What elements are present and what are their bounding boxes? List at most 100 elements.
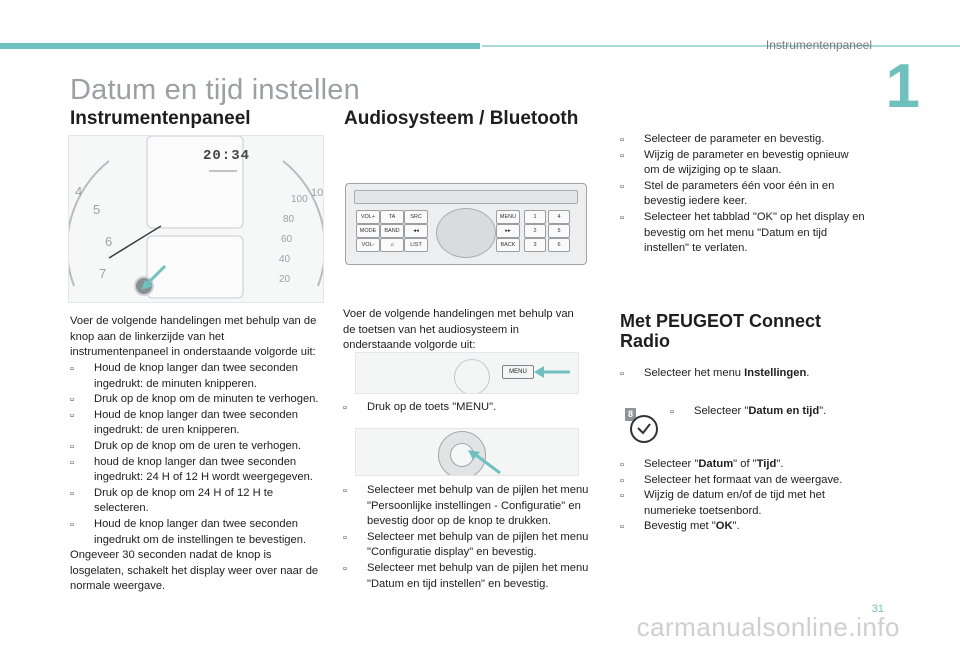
svg-text:40: 40 bbox=[279, 254, 291, 265]
clock-icon bbox=[630, 415, 658, 443]
check-box-icon: ▫ bbox=[620, 368, 624, 380]
check-box-icon: ▫ bbox=[343, 485, 347, 497]
list-item: ▫Stel de parameters één voor één in en b… bbox=[620, 179, 835, 208]
menu-key: MENU bbox=[502, 365, 534, 379]
svg-text:4: 4 bbox=[75, 184, 82, 199]
instrumentenpaneel-heading: Instrumentenpaneel bbox=[70, 108, 251, 129]
check-box-icon: ▫ bbox=[620, 180, 624, 193]
check-box-icon: ▫ bbox=[70, 440, 74, 453]
list-item: ▫Druk op de knop om de minuten te verhog… bbox=[70, 392, 322, 408]
col2-intro: Voer de volgende handelingen met behulp … bbox=[343, 308, 574, 352]
check-box-icon: ▫ bbox=[70, 394, 74, 407]
radio-key: 3 bbox=[524, 238, 546, 252]
radio-key: VOL- bbox=[356, 238, 380, 252]
svg-text:80: 80 bbox=[283, 214, 295, 225]
radio-key: 6 bbox=[548, 238, 570, 252]
instrument-panel-illustration: 4 5 6 7 10 100 80 60 40 20 20:34 bbox=[68, 135, 324, 303]
list-item: ▫Selecteer met behulp van de pijlen het … bbox=[343, 484, 589, 528]
list-item: ▫Selecteer met behulp van de pijlen het … bbox=[343, 561, 589, 590]
radio-key: ◂◂ bbox=[404, 224, 428, 238]
check-box-icon: ▫ bbox=[620, 521, 624, 534]
check-box-icon: ▫ bbox=[620, 211, 624, 224]
watermark: carmanualsonline.info bbox=[636, 612, 900, 642]
list-item: ▫Selecteer "Datum en tijd". bbox=[670, 404, 870, 420]
check-box-icon: ▫ bbox=[620, 474, 624, 487]
header-section-label: Instrumentenpaneel bbox=[765, 38, 872, 52]
list-item: ▫Selecteer met behulp van de pijlen het … bbox=[343, 530, 589, 559]
radio-key: BAND bbox=[380, 224, 404, 238]
arrow-icon bbox=[141, 264, 167, 290]
col2-step-list: ▫Selecteer met behulp van de pijlen het … bbox=[343, 483, 595, 592]
check-box-icon: ▫ bbox=[70, 518, 74, 531]
check-box-icon: ▫ bbox=[70, 487, 74, 500]
svg-text:5: 5 bbox=[93, 202, 100, 217]
list-item: ▫Wijzig de parameter en bevestig opnieuw… bbox=[620, 148, 849, 177]
radio-key: 5 bbox=[548, 224, 570, 238]
radio-menu-illustration: MENU bbox=[355, 352, 579, 394]
svg-text:60: 60 bbox=[281, 234, 293, 245]
check-box-icon: ▫ bbox=[620, 459, 624, 471]
check-box-icon: ▫ bbox=[343, 562, 347, 575]
radio-knob bbox=[436, 208, 496, 258]
list-item: ▫Selecteer de parameter en bevestig. bbox=[620, 132, 866, 148]
radio-key: 1 bbox=[524, 210, 546, 224]
clock-icon-graphic: 8 bbox=[625, 408, 661, 444]
col1-step-list: ▫Houd de knop langer dan twee seconden i… bbox=[70, 361, 322, 548]
check-box-icon: ▫ bbox=[343, 402, 347, 414]
check-box-icon: ▫ bbox=[620, 490, 624, 503]
radio-key: ▸▸ bbox=[496, 224, 520, 238]
radio-knob-illustration bbox=[355, 428, 579, 476]
check-box-icon: ▫ bbox=[70, 409, 74, 422]
list-item: ▫Selecteer het formaat van de weergave. bbox=[620, 473, 866, 489]
radio-key: TA bbox=[380, 210, 404, 224]
svg-text:20: 20 bbox=[279, 274, 291, 285]
list-item: ▫Houd de knop langer dan twee seconden i… bbox=[70, 517, 307, 546]
radio-key: LIST bbox=[404, 238, 428, 252]
list-item: ▫Houd de knop langer dan twee seconden i… bbox=[70, 362, 299, 390]
list-item: ▫Wijzig de datum en/of de tijd met het n… bbox=[620, 489, 825, 517]
chapter-number: 1 bbox=[885, 52, 920, 121]
radio-key: MENU bbox=[496, 210, 520, 224]
list-item: ▫Druk op de knop om 24 H of 12 H te sele… bbox=[70, 486, 274, 515]
list-item: ▫Bevestig met "OK". bbox=[620, 519, 866, 535]
svg-text:100: 100 bbox=[291, 194, 308, 205]
step-badge: 8 bbox=[625, 408, 636, 421]
radio-key: 2 bbox=[524, 224, 546, 238]
arrow-icon bbox=[534, 366, 570, 378]
audiosysteem-heading: Audiosysteem / Bluetooth bbox=[344, 108, 579, 129]
peugeot-connect-heading: Met PEUGEOT Connect Radio bbox=[620, 311, 822, 351]
clock-display: 20:34 bbox=[203, 148, 251, 164]
page-title: Datum en tijd instellen bbox=[70, 74, 360, 106]
page-number: 31 bbox=[871, 603, 884, 615]
radio-key: 4 bbox=[548, 210, 570, 224]
top-accent-bar bbox=[0, 43, 480, 49]
radio-key: SRC bbox=[404, 210, 428, 224]
list-item: ▫Druk op de toets "MENU". bbox=[343, 400, 583, 416]
list-item: ▫Houd de knop langer dan twee seconden i… bbox=[70, 408, 299, 437]
check-box-icon: ▫ bbox=[70, 363, 74, 375]
col1-outro: Ongeveer 30 seconden nadat de knop is lo… bbox=[70, 549, 319, 593]
radio-key: ♫ bbox=[380, 238, 404, 252]
list-item: ▫houd de knop langer dan twee seconden i… bbox=[70, 455, 313, 484]
check-box-icon: ▫ bbox=[670, 406, 674, 418]
svg-text:7: 7 bbox=[99, 266, 106, 281]
top-accent-line bbox=[482, 45, 960, 47]
radio-key: VOL+ bbox=[356, 210, 380, 224]
list-item: ▫Druk op de knop om de uren te verhogen. bbox=[70, 439, 322, 455]
col2-menu-step: ▫Druk op de toets "MENU". bbox=[343, 400, 583, 416]
list-item: ▫Selecteer "Datum" of "Tijd". bbox=[620, 457, 866, 473]
radio-key: MODE bbox=[356, 224, 380, 238]
col3-datum-step: ▫Selecteer "Datum en tijd". bbox=[670, 404, 870, 420]
col1-intro: Voer de volgende handelingen met behulp … bbox=[70, 315, 317, 359]
svg-text:6: 6 bbox=[105, 234, 112, 249]
list-item: ▫Selecteer het tabblad "OK" op het displ… bbox=[620, 210, 865, 255]
col3-step-list-bottom: ▫Selecteer "Datum" of "Tijd". ▫Selecteer… bbox=[620, 457, 866, 535]
col3-step-list-top: ▫Selecteer de parameter en bevestig. ▫Wi… bbox=[620, 132, 866, 257]
check-box-icon: ▫ bbox=[620, 149, 624, 162]
radio-key: BACK bbox=[496, 238, 520, 252]
col3-settings-step: ▫Selecteer het menu Instellingen. bbox=[620, 366, 866, 382]
cd-slot bbox=[354, 190, 578, 204]
svg-text:10: 10 bbox=[311, 187, 323, 199]
list-item: ▫Selecteer het menu Instellingen. bbox=[620, 366, 866, 382]
